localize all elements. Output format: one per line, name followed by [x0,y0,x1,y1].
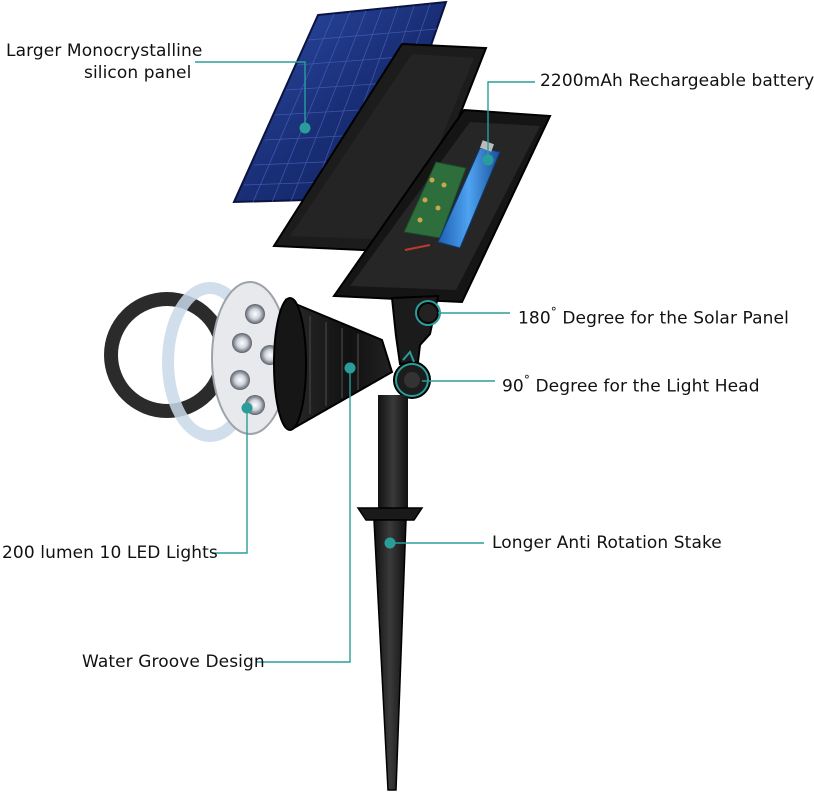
label-battery: 2200mAh Rechargeable battery [540,71,814,91]
label-head-angle-text: Degree for the Light Head [529,376,760,397]
callouts [195,61,535,663]
led-board [211,281,289,435]
callout-line-groove [256,368,351,663]
label-panel-line1: Larger Monocrystalline [6,41,203,61]
bracket [390,294,440,399]
product-illustration [104,0,552,791]
solar-rotation-icon [415,300,441,326]
callout-line-panel [195,61,306,124]
callout-dot-battery [482,154,494,166]
callout-dot-panel [299,122,311,134]
battery [437,140,501,249]
battery-housing [332,108,552,304]
label-head-angle-value: 90 [502,376,524,397]
degree-symbol: ° [550,305,557,319]
label-head-angle: 90° Degree for the Light Head [502,370,760,398]
callout-dot-leds [241,402,253,414]
degree-symbol: ° [523,373,530,387]
callout-line-leds [212,408,248,554]
label-stake: Longer Anti Rotation Stake [492,533,722,553]
label-leds: 200 lumen 10 LED Lights [2,543,218,563]
label-solar-angle-text: Degree for the Solar Panel [556,308,789,329]
rotation-indicators [395,300,441,397]
label-panel: Larger Monocrystalline silicon panel [6,40,202,84]
label-solar-angle-value: 180 [518,308,551,329]
label-groove: Water Groove Design [82,652,265,672]
stake [356,395,424,791]
callout-dot-stake [384,537,396,549]
head-rotation-icon [395,363,429,397]
callout-dot-groove [344,362,356,374]
label-panel-line2: silicon panel [84,63,192,83]
label-solar-angle: 180° Degree for the Solar Panel [518,302,789,330]
light-head [273,297,394,431]
callout-line-battery [487,81,535,155]
